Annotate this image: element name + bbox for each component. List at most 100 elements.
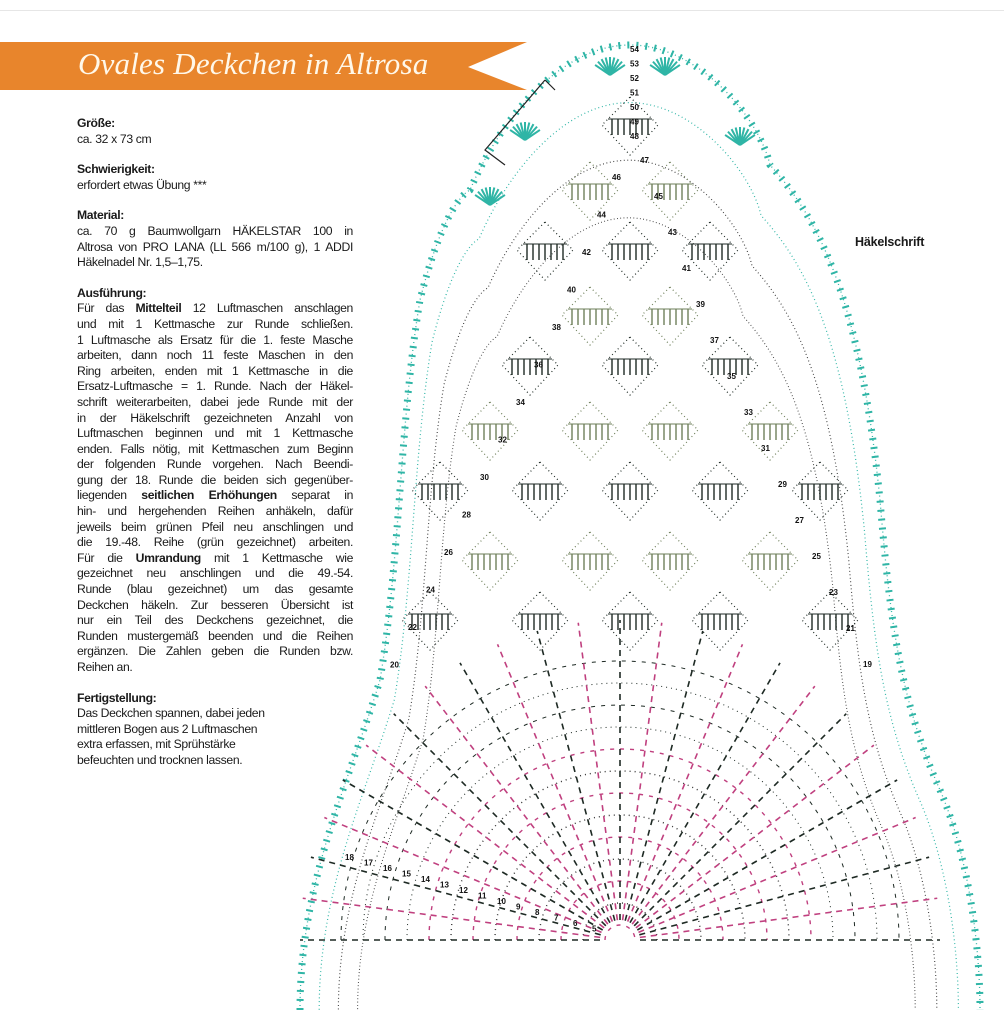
text-segment: mit 1 Kettmasche wie <box>200 550 353 565</box>
row-number: 14 <box>421 875 430 884</box>
text-segment: Das Deckchen spannen, dabei jeden <box>77 706 265 721</box>
radial-stitch-line <box>424 685 609 925</box>
text-segment: Altrosa von PRO LANA (LL 566 m/100 g), 1… <box>77 239 353 254</box>
center-round <box>560 880 680 941</box>
row-number: 7 <box>554 914 559 923</box>
text-segment: 12 Luftmaschen anschlagen <box>181 301 354 316</box>
text-segment: mittleren Bogen aus 2 Luftmaschen <box>77 721 258 736</box>
text-segment: 1 Luftmasche als Ersatz für die 1. feste… <box>77 332 353 347</box>
row-number: 5 <box>592 925 597 934</box>
row-number: 49 <box>630 118 639 127</box>
row-number: 10 <box>497 897 506 906</box>
row-number: 15 <box>402 870 411 879</box>
text-line: befeuchten und trocknen lassen. <box>77 753 353 769</box>
row-number: 30 <box>480 473 489 482</box>
text-segment: liegenden <box>77 488 142 503</box>
radial-stitch-line <box>639 856 930 936</box>
text-segment: schrift weiterarbeiten, dabei jede Runde… <box>77 394 353 409</box>
row-number: 53 <box>630 60 639 69</box>
row-number: 11 <box>478 892 487 901</box>
row-number: 9 <box>516 903 521 912</box>
text-line: die 19.-48. Reihe (grün gezeichnet) arbe… <box>77 535 353 551</box>
section-heading: Größe: <box>77 116 115 130</box>
text-segment: extra erfassen, mit Sprühstärke <box>77 737 236 752</box>
diamond-motif <box>701 336 759 396</box>
banner-ribbon <box>0 42 527 90</box>
text-line: arbeiten, dann noch 11 feste Maschen in … <box>77 348 353 364</box>
diamond-motif <box>601 221 659 281</box>
diamond-motif <box>741 531 799 591</box>
text-segment: befeuchten und trocknen lassen. <box>77 752 243 767</box>
diamond-motif <box>601 336 659 396</box>
section-3: Ausführung:Für das Mittelteil 12 Luftmas… <box>77 286 353 676</box>
text-segment: hin- und hergehenden Reihen anhäkeln, da… <box>77 504 353 519</box>
text-segment: erfordert etwas Übung *** <box>77 177 207 192</box>
row-number: 16 <box>383 864 392 873</box>
text-line: schrift weiterarbeiten, dabei jede Runde… <box>77 395 353 411</box>
text-line: liegenden seitlichen Erhöhungen separat … <box>77 488 353 504</box>
top-divider <box>0 10 1004 11</box>
radial-stitch-line <box>635 744 875 929</box>
section-heading: Ausführung: <box>77 285 147 300</box>
section-heading: Material: <box>77 208 124 223</box>
diamond-motif <box>641 161 699 221</box>
row-number: 46 <box>612 173 621 182</box>
section-1: Schwierigkeit:erfordert etwas Übung *** <box>77 162 353 193</box>
text-line: nur ein Teil des Deckchens gezeichnet, d… <box>77 613 353 629</box>
text-segment: arbeiten, dann noch 11 feste Maschen in … <box>77 348 353 363</box>
diamond-motif <box>516 221 574 281</box>
text-line: extra erfassen, mit Sprühstärke <box>77 737 353 753</box>
row-number: 38 <box>552 323 561 332</box>
row-number: 47 <box>640 156 649 165</box>
radial-stitch-line <box>639 897 938 939</box>
scallop-stitch <box>524 129 541 141</box>
radial-stitch-line <box>310 856 601 936</box>
text-line: Häkelnadel Nr. 1,5–1,75. <box>77 255 353 271</box>
text-segment: jeweils beim grünen Pfeil neu anschlinge… <box>77 519 353 534</box>
text-line: enden. Falls nötig, mit Kettmaschen zum … <box>77 442 353 458</box>
radial-stitch-line <box>638 816 916 934</box>
text-segment: Deckchen häkeln. Zur besseren Übersicht … <box>77 597 353 612</box>
row-number: 51 <box>630 89 639 98</box>
center-round <box>428 748 812 941</box>
text-line: Luftmaschen beginnen und mit 1 Kettmasch… <box>77 426 353 442</box>
diamond-motif <box>791 461 849 521</box>
diamond-motif <box>641 401 699 461</box>
row-number: 8 <box>535 908 540 917</box>
text-line: und mit 1 Kettmasche zur Runde schließen… <box>77 317 353 333</box>
center-round <box>582 902 658 941</box>
diamond-motif <box>461 531 519 591</box>
diamond-motif <box>601 591 659 651</box>
diamond-motif <box>691 591 749 651</box>
row-number: 44 <box>597 211 606 220</box>
text-segment: Luftmaschen beginnen und mit 1 Kettmasch… <box>77 426 353 441</box>
row-number: 52 <box>630 74 639 83</box>
row-number: 50 <box>630 103 639 112</box>
text-line: hin- und hergehenden Reihen anhäkeln, da… <box>77 504 353 520</box>
chain-round <box>337 159 938 1010</box>
row-number: 40 <box>567 286 576 295</box>
chart-label: Häkelschrift <box>855 235 925 249</box>
row-number: 25 <box>812 552 821 561</box>
text-line: Deckchen häkeln. Zur besseren Übersicht … <box>77 598 353 614</box>
center-round <box>406 726 834 941</box>
diamond-motif <box>741 401 799 461</box>
page-title: Ovales Deckchen in Altrosa <box>78 46 429 81</box>
row-number: 37 <box>710 336 719 345</box>
diamond-motif <box>561 401 619 461</box>
diamond-motif <box>511 461 569 521</box>
arrow-bracket <box>484 79 556 166</box>
text-line: Für die Umrandung mit 1 Kettmasche wie <box>77 551 353 567</box>
text-segment: und mit 1 Kettmasche zur Runde schließen… <box>77 316 353 331</box>
row-number: 17 <box>364 859 373 868</box>
text-line: 1 Luftmasche als Ersatz für die 1. feste… <box>77 333 353 349</box>
text-segment: ca. 32 x 73 cm <box>77 131 152 146</box>
radial-stitch-line <box>633 713 847 927</box>
scallop-stitch <box>739 134 756 146</box>
row-number: 13 <box>440 881 449 890</box>
row-number: 54 <box>630 45 639 54</box>
row-number: 41 <box>682 264 691 273</box>
diamond-motif <box>691 461 749 521</box>
text-segment: in der Häkelschrift gezeichneten Anzahl … <box>77 410 353 425</box>
radial-stitch-line <box>636 779 898 931</box>
